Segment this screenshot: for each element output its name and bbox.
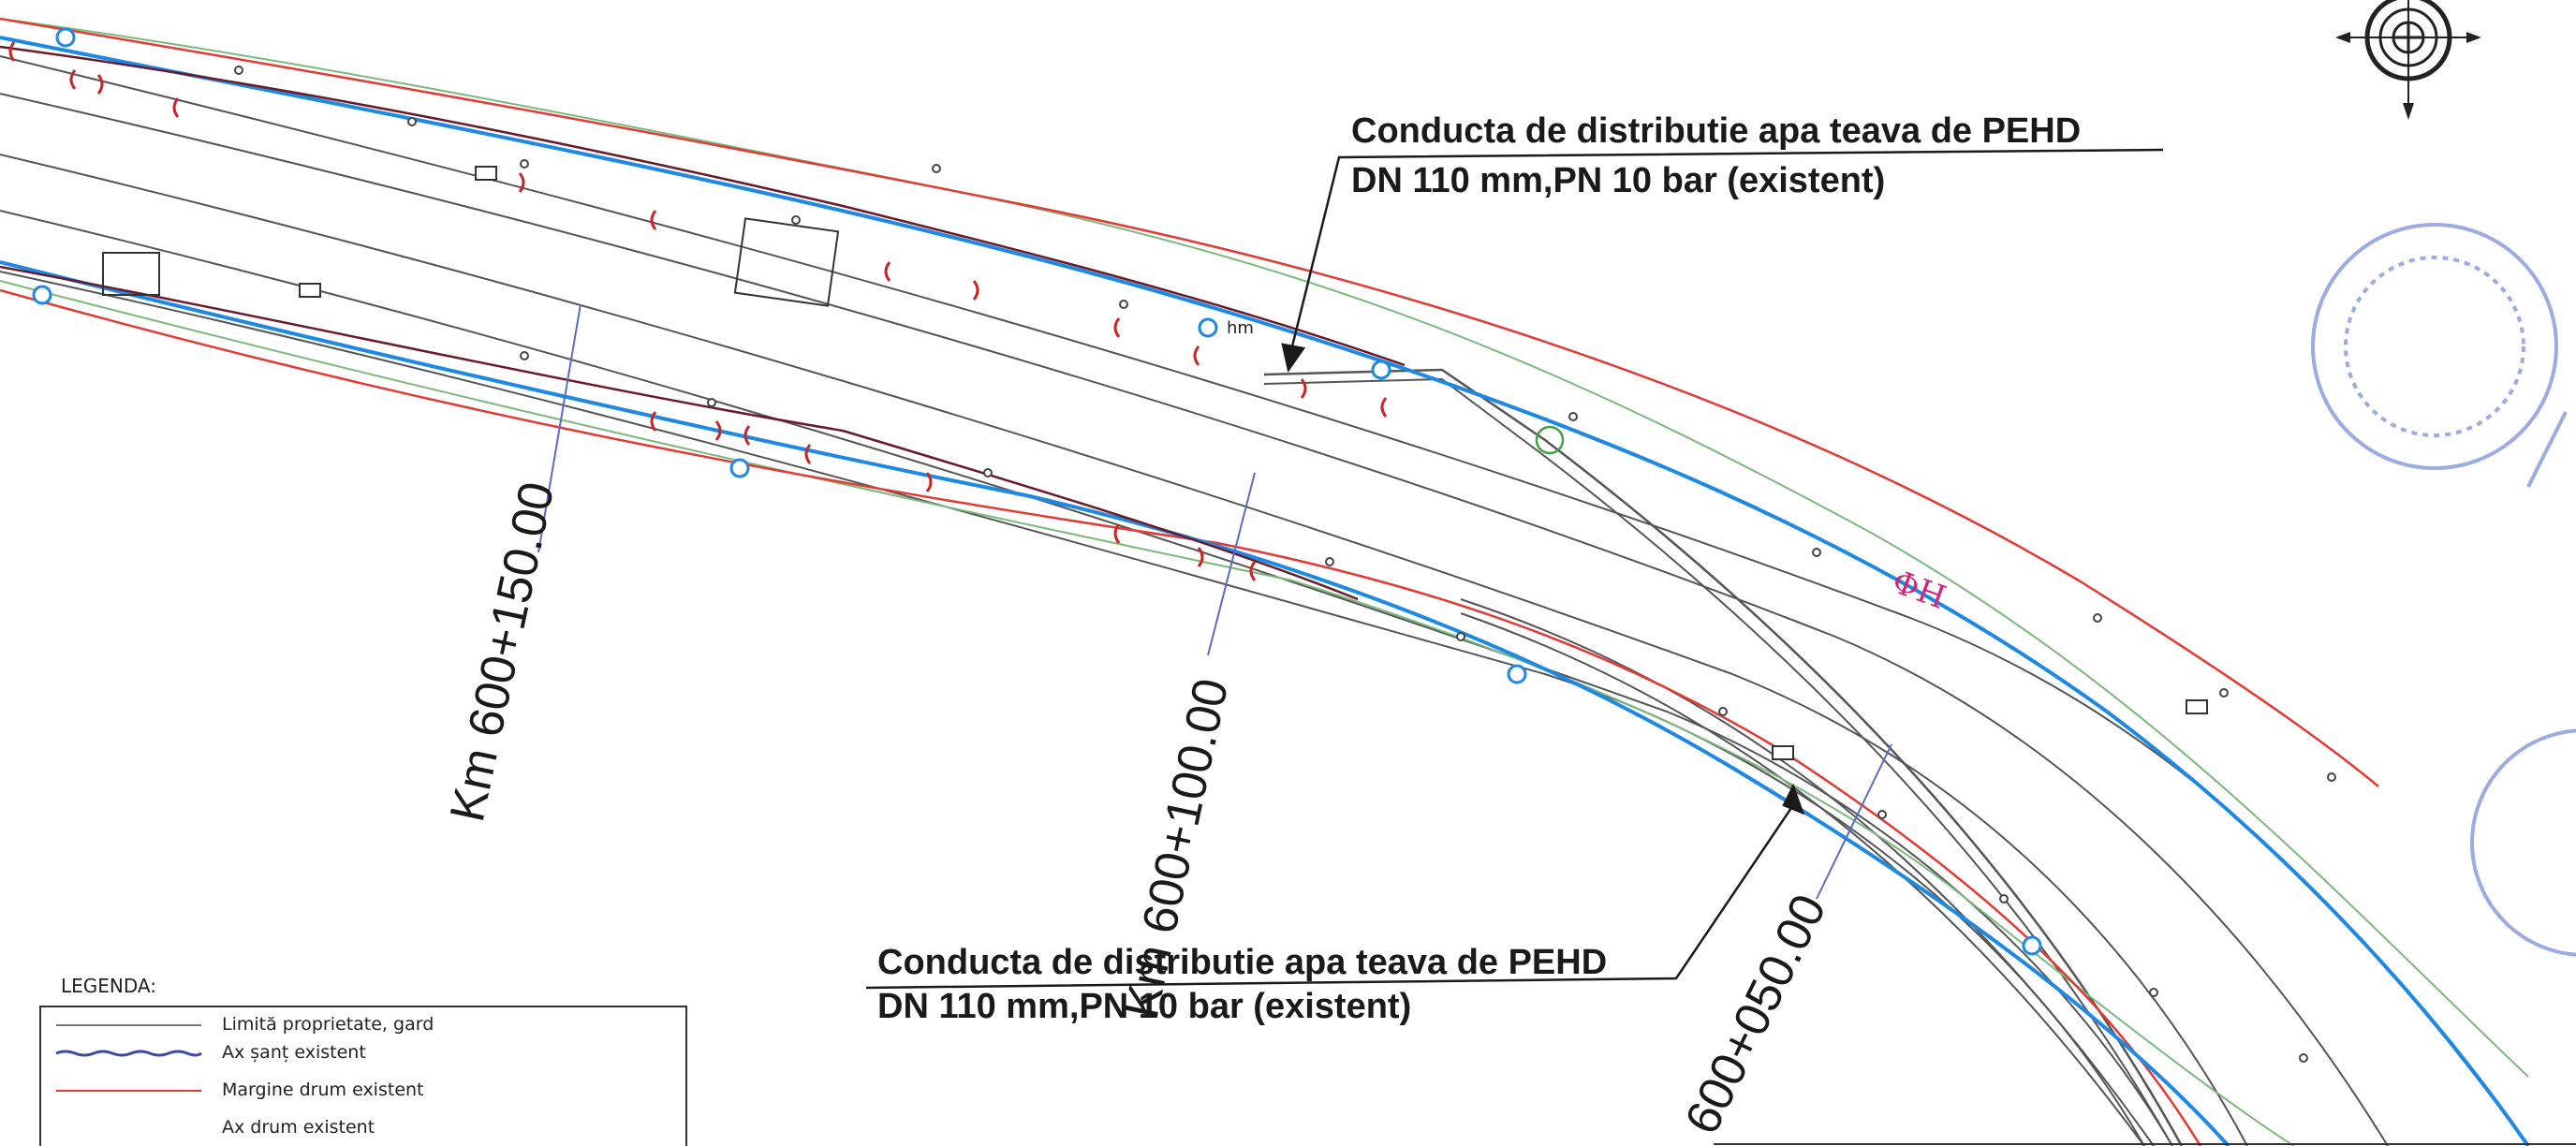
chainage-label-050: 600+050.00 xyxy=(1675,887,1837,1143)
chainage-label-150: Km 600+150.00 xyxy=(440,478,565,827)
legend-item-ditch: Ax șanț existent xyxy=(222,1042,366,1063)
pipe-label-bottom-line1: Conducta de distributie apa teava de PEH… xyxy=(877,943,1607,982)
legend-box xyxy=(39,1006,687,1146)
ditch-symbols xyxy=(8,41,1388,581)
pipe-label-top-line1: Conducta de distributie apa teava de PEH… xyxy=(1351,111,2081,151)
sign-symbols xyxy=(102,166,2208,760)
annotation-leaders xyxy=(865,148,2164,990)
station-lines xyxy=(537,303,1892,900)
hydrant-circle xyxy=(1535,425,1565,455)
pipe-valve-markers xyxy=(32,27,2042,956)
hm-marker: hm xyxy=(1227,318,1254,338)
north-arrow-icon xyxy=(2335,0,2481,120)
legend-item-property: Limită proprietate, gard xyxy=(222,1014,434,1035)
water-pipe-lines xyxy=(0,36,2530,1146)
road-edge-lines xyxy=(0,17,2379,1146)
ph-marker: ΦH xyxy=(1887,564,1950,617)
green-lines xyxy=(0,18,2529,1146)
legend-item-road-axis: Ax drum existent xyxy=(222,1117,375,1138)
ditch-lines xyxy=(0,45,1406,601)
legend-title: LEGENDA: xyxy=(61,975,156,997)
legend: LEGENDA: Limită proprietate, gard Ax șan… xyxy=(39,975,687,1146)
survey-points xyxy=(234,66,2336,1063)
legend-item-road-edge: Margine drum existent xyxy=(222,1080,424,1100)
stamp-icon xyxy=(2311,223,2576,957)
pipe-label-bottom-line2: DN 110 mm,PN 10 bar (existent) xyxy=(877,987,1411,1026)
pipe-label-top-line2: DN 110 mm,PN 10 bar (existent) xyxy=(1351,161,1885,200)
